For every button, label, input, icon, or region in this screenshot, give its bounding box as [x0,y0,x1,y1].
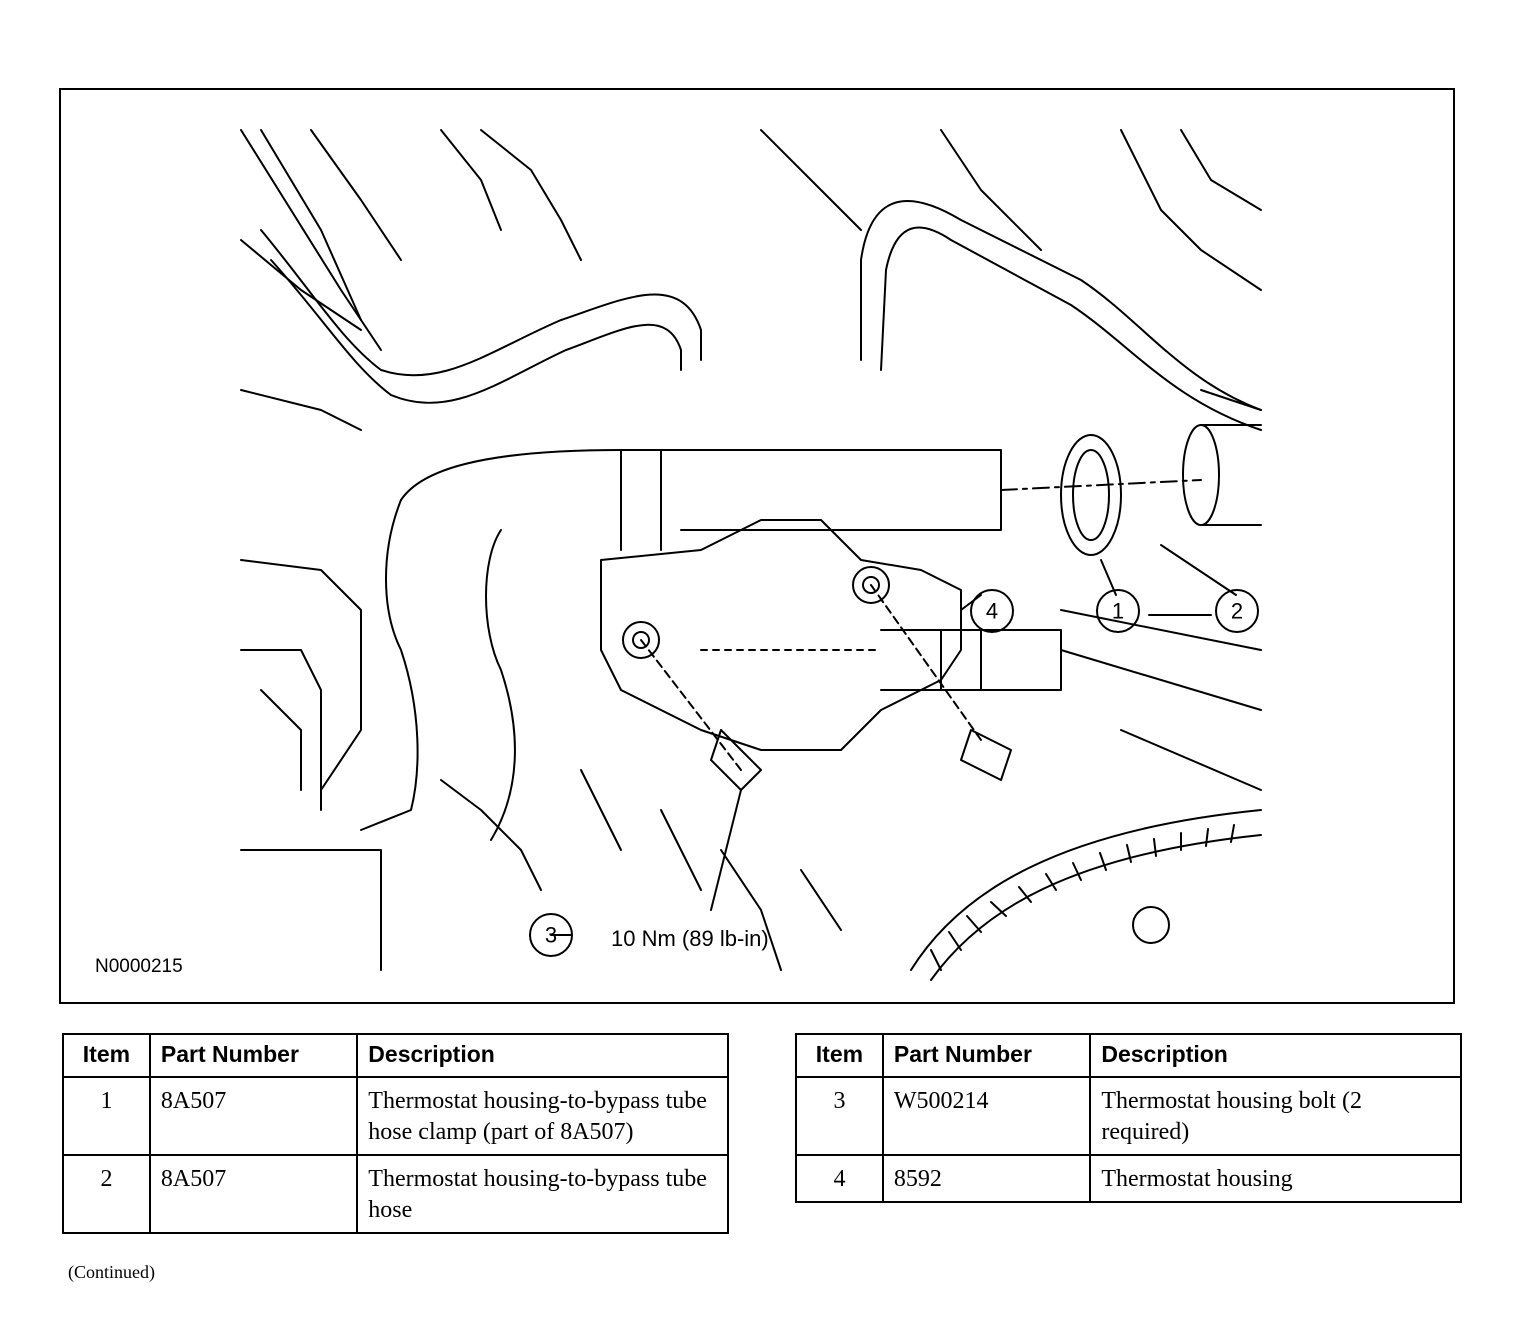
parts-table-left: Item Part Number Description 1 8A507 The… [62,1033,729,1234]
table-row: 2 8A507 Thermostat housing-to-bypass tub… [62,1154,729,1234]
row-description: Thermostat housing-to-bypass tube hose c… [356,1076,729,1156]
header-part-number: Part Number [148,1033,359,1078]
callout-1: 1 [1112,599,1124,624]
row-item: 3 [795,1076,884,1156]
row-description: Thermostat housing-to-bypass tube hose [356,1154,729,1234]
row-description: Thermostat housing bolt (2 required) [1089,1076,1462,1156]
header-part-number: Part Number [881,1033,1092,1078]
table-row: 3 W500214 Thermostat housing bolt (2 req… [795,1076,1462,1156]
figure-frame: 4 1 2 3 10 Nm (89 lb-in) N0000215 [59,88,1455,1004]
row-part-number: 8592 [881,1154,1092,1203]
engine-illustration: 4 1 2 3 [240,129,1262,981]
table-row: 1 8A507 Thermostat housing-to-bypass tub… [62,1076,729,1156]
callout-4: 4 [986,599,998,624]
header-item: Item [795,1033,884,1078]
header-description: Description [356,1033,729,1078]
row-part-number: 8A507 [148,1076,359,1156]
row-item: 4 [795,1154,884,1203]
row-item: 2 [62,1154,151,1234]
torque-spec-label: 10 Nm (89 lb-in) [611,926,769,951]
header-description: Description [1089,1033,1462,1078]
callout-2: 2 [1231,599,1243,624]
callout-3: 3 [545,923,557,948]
row-item: 1 [62,1076,151,1156]
parts-table-right: Item Part Number Description 3 W500214 T… [795,1033,1462,1203]
row-part-number: 8A507 [148,1154,359,1234]
header-item: Item [62,1033,151,1078]
row-description: Thermostat housing [1089,1154,1462,1203]
continued-note: (Continued) [68,1262,155,1282]
table-header-row: Item Part Number Description [62,1033,729,1078]
row-part-number: W500214 [881,1076,1092,1156]
figure-id-label: N0000215 [95,956,183,977]
table-row: 4 8592 Thermostat housing [795,1154,1462,1203]
table-header-row: Item Part Number Description [795,1033,1462,1078]
